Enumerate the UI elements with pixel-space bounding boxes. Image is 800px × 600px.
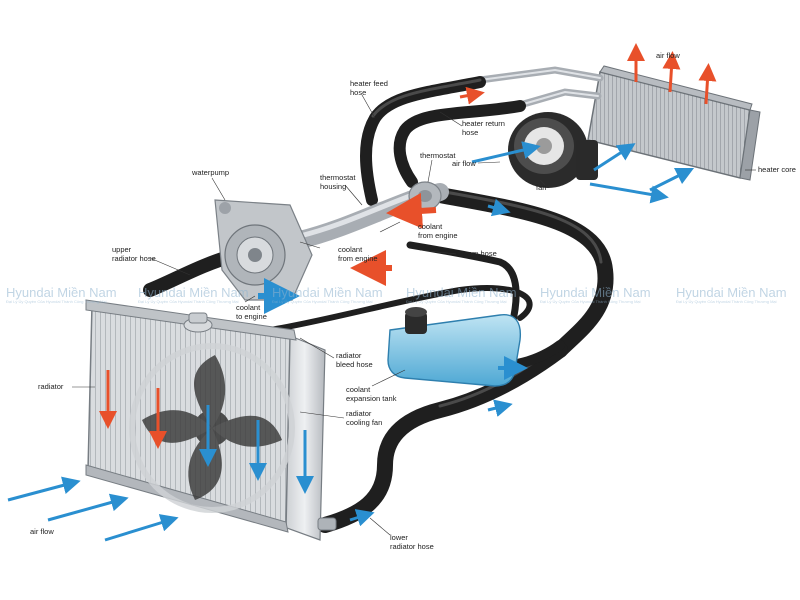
watermark-brand: Hyundai Miền Nam bbox=[676, 285, 787, 300]
radiator-flow-arrows bbox=[99, 370, 314, 494]
label-heater-return-hose: heater return hose bbox=[462, 119, 507, 137]
watermark-tagline: Đại Lý Ủy Quyền Của Hyundai Thành Công T… bbox=[6, 299, 107, 304]
label-air-flow-top: air flow bbox=[656, 51, 680, 60]
label-air-flow-heater: air flow bbox=[452, 159, 476, 168]
label-radiator: radiator bbox=[38, 382, 64, 391]
label-upper-radiator-hose: upper radiator hose bbox=[112, 245, 156, 263]
watermark-brand: Hyundai Miền Nam bbox=[6, 285, 117, 300]
watermark-tagline: Đại Lý Ủy Quyền Của Hyundai Thành Công T… bbox=[406, 299, 507, 304]
watermark-tagline: Đại Lý Ủy Quyền Của Hyundai Thành Công T… bbox=[138, 299, 239, 304]
leader-lines bbox=[72, 94, 756, 536]
label-coolant-from-engine-left: coolant from engine bbox=[338, 245, 378, 263]
heater-fan bbox=[508, 112, 598, 188]
label-coolant-to-engine: coolant to engine bbox=[236, 303, 267, 321]
label-steam-hose: steam hose bbox=[458, 249, 497, 258]
label-air-flow-bottom: air flow bbox=[30, 527, 54, 536]
air-flow-arrows-top bbox=[627, 43, 717, 105]
watermark-brand: Hyundai Miền Nam bbox=[540, 285, 651, 300]
air-flow-arrows-heater bbox=[471, 141, 695, 204]
label-coolant-expansion-tank: coolant expansion tank bbox=[346, 385, 397, 403]
watermark-brand: Hyundai Miền Nam bbox=[138, 285, 249, 300]
watermark-brand: Hyundai Miền Nam bbox=[272, 285, 383, 300]
watermark-brand: Hyundai Miền Nam bbox=[406, 285, 517, 300]
label-heater-core: heater core bbox=[758, 165, 796, 174]
heater-core-pipes bbox=[476, 66, 604, 109]
watermark-tagline: Đại Lý Ủy Quyền Của Hyundai Thành Công T… bbox=[676, 299, 777, 304]
label-fan: fan bbox=[536, 183, 546, 192]
watermark: Hyundai Miền Nam Đại Lý Ủy Quyền Của Hyu… bbox=[6, 285, 787, 304]
label-thermostat: thermostat bbox=[420, 151, 456, 160]
label-coolant-from-engine-right: coolant from engine bbox=[418, 222, 458, 240]
label-thermostat-housing: thermostat housing bbox=[320, 173, 358, 191]
label-lower-radiator-hose: lower radiator hose bbox=[390, 533, 434, 551]
watermark-tagline: Đại Lý Ủy Quyền Của Hyundai Thành Công T… bbox=[272, 299, 373, 304]
label-waterpump: waterpump bbox=[191, 168, 229, 177]
coolant-expansion-tank bbox=[387, 307, 522, 387]
water-pump bbox=[214, 199, 313, 301]
watermark-tagline: Đại Lý Ủy Quyền Của Hyundai Thành Công T… bbox=[540, 299, 641, 304]
air-flow-arrows-bottom bbox=[7, 476, 179, 542]
label-radiator-bleed-hose: radiator bleed hose bbox=[336, 351, 373, 369]
coolant-flow-arrows bbox=[258, 86, 528, 527]
label-heater-feed-hose: heater feed hose bbox=[350, 79, 390, 97]
label-radiator-cooling-fan: radiator cooling fan bbox=[346, 409, 382, 427]
labels: heater feed hose heater return hose ther… bbox=[30, 51, 796, 551]
radiator-cooling-fan bbox=[129, 343, 295, 513]
heater-core bbox=[587, 65, 761, 181]
